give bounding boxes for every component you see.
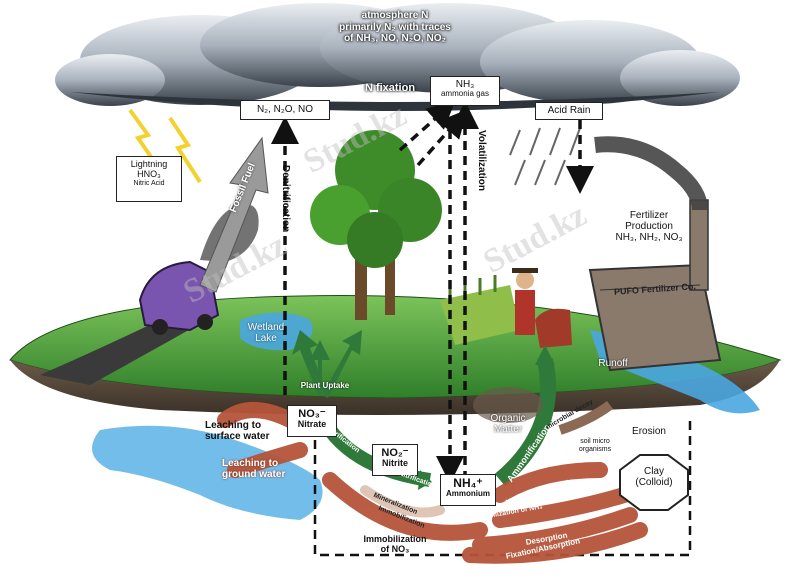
- lightning-title: Lightning: [130, 159, 168, 169]
- leaching-ground-line-1: Leaching to: [222, 458, 279, 469]
- leaching-surface-line-1: Leaching to: [205, 420, 262, 431]
- rain-icon: [509, 127, 581, 186]
- wetland-lake-water: [240, 312, 313, 351]
- immobilization-no3-label: Immobilization of NO₃: [340, 534, 450, 555]
- tree-icon: [310, 130, 442, 320]
- organic-matter-line-1: Organic: [490, 413, 526, 424]
- car-icon: [138, 260, 220, 335]
- clay-line-1: Clay: [643, 466, 664, 477]
- lightning-bolt-icon: [168, 116, 202, 184]
- fertilizer-label: Fertilizer Production NH₃, NH₂, NO₃: [604, 210, 694, 243]
- ammonium-box: NH₄⁺ Ammonium: [440, 474, 496, 506]
- ammonia-gas-box: NH₃ ammonia gas: [430, 76, 500, 106]
- organic-matter-blob: [473, 387, 543, 423]
- atmosphere-label: atmosphere N primarily N₂ with traces of…: [300, 10, 490, 45]
- nitrite-formula: NO₂⁻: [381, 447, 409, 459]
- soil-micro-line-1: soil micro: [580, 438, 610, 445]
- lightning-formula: HNO₃: [137, 168, 161, 179]
- ammonification-arrow: [494, 358, 556, 487]
- nitrite-name: Nitrite: [381, 458, 408, 469]
- wetland-line-1: Wetland: [247, 322, 285, 333]
- lightning-bolt-icon: [128, 108, 162, 172]
- lightning-name: Nitric Acid: [133, 179, 165, 187]
- immobilization-no3-line-1: Immobilization: [363, 534, 427, 544]
- organic-matter-label: Organic Matter: [478, 413, 538, 435]
- mineralization-arrow: [492, 462, 608, 503]
- wetland-line-2: Lake: [255, 333, 277, 344]
- fossil-fuel-arrow: [199, 136, 269, 293]
- plant-uptake-label: Plant Uptake: [300, 381, 350, 390]
- n-fixation-arrow-1: [398, 100, 456, 152]
- acid-rain-box: Acid Rain: [535, 102, 603, 120]
- fixation-absorption-arrow: [462, 522, 648, 564]
- clay-colloid-hexagon: [619, 454, 689, 511]
- leaching-ground-label: Leaching to ground water: [222, 458, 312, 480]
- factory-icon: [588, 199, 722, 372]
- nitrate-formula: NO₃⁻: [298, 408, 326, 420]
- wetland-label: Wetland Lake: [236, 322, 296, 344]
- cow-icon: [535, 308, 572, 348]
- atmosphere-line-2: primarily N₂ with traces: [339, 21, 451, 33]
- nitrate-name: Nitrate: [297, 419, 327, 430]
- nh3-formula: NH₃: [455, 79, 475, 90]
- volatilization-label: Volatilization: [476, 130, 487, 191]
- ammonium-name: Ammonium: [446, 489, 490, 499]
- factory-smoke: [594, 136, 708, 211]
- lightning-box: Lightning HNO₃ Nitric Acid: [116, 156, 182, 202]
- fertilizer-line-1: Fertilizer: [629, 210, 669, 221]
- n-fixation-label: N fixation: [364, 82, 416, 94]
- farmer-icon: [512, 268, 538, 335]
- fertilizer-line-2: Production: [625, 221, 673, 232]
- organic-matter-line-2: Matter: [493, 424, 523, 435]
- gases-box: N₂, N₂O, NO: [240, 100, 330, 120]
- denitrification-label: Denitrification: [280, 165, 291, 233]
- nitrite-box: NO₂⁻ Nitrite: [372, 444, 418, 476]
- atmosphere-line-3: of NH₃, NO, N₂O, NO₂: [344, 33, 446, 44]
- clay-line-2: (Colloid): [635, 477, 673, 488]
- runoff-label: Runoff: [598, 358, 628, 369]
- leaching-surface-label: Leaching to surface water: [205, 420, 300, 442]
- clay-label: Clay (Colloid): [624, 466, 684, 488]
- nitrification-arrow-green: [324, 425, 432, 487]
- immobilization-no3-arrow: [322, 472, 488, 541]
- soil-micro-label: soil micro organisms: [565, 438, 625, 453]
- leaching-surface-arrow: [217, 402, 298, 428]
- microbial-decay-arrow: [558, 400, 613, 435]
- soil-micro-line-2: organisms: [578, 445, 612, 453]
- nitrate-box: NO₃⁻ Nitrate: [287, 405, 337, 437]
- corn-field-icon: [440, 275, 520, 345]
- erosion-label: Erosion: [632, 426, 666, 437]
- leaching-ground-line-2: ground water: [222, 469, 286, 480]
- atmosphere-line-1: atmosphere N: [361, 10, 429, 21]
- ammonium-formula: NH₄⁺: [453, 476, 483, 490]
- leaching-surface-line-2: surface water: [205, 431, 270, 442]
- desorption-arrow: [472, 507, 638, 553]
- immobilization-no3-line-2: of NO₃: [380, 543, 410, 554]
- mineralization-immobilization-arrow: [360, 485, 445, 518]
- plant-uptake-arrows: [292, 330, 362, 398]
- nh3-name: ammonia gas: [440, 89, 490, 98]
- leaching-ground-arrow: [227, 442, 308, 478]
- groundwater-stream: [92, 425, 323, 520]
- fertilizer-line-3: NH₃, NH₂, NO₃: [615, 232, 683, 243]
